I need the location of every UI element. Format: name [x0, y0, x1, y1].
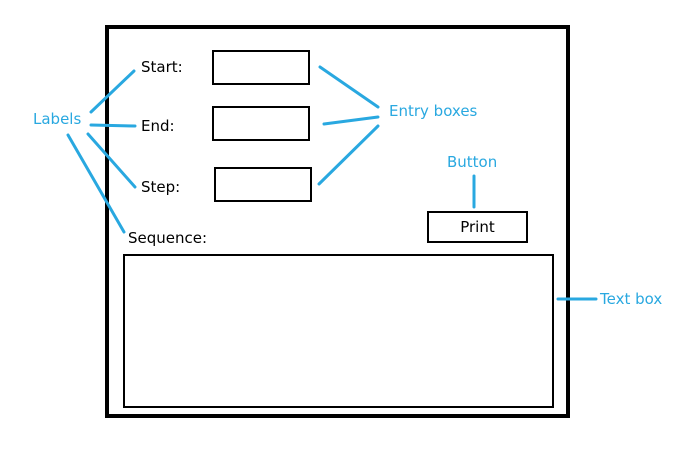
annotation-labels: Labels — [33, 110, 82, 128]
step-label: Step: — [141, 178, 181, 196]
print-button[interactable]: Print — [427, 211, 528, 243]
annotation-button: Button — [447, 153, 498, 171]
entry-line-step — [317, 124, 380, 186]
annotation-text-box: Text box — [600, 290, 663, 308]
sequence-text-box[interactable] — [123, 254, 554, 408]
entry-line-start — [318, 65, 380, 109]
labels-line-step — [86, 132, 137, 189]
start-entry[interactable] — [212, 50, 310, 85]
labels-line-start — [89, 69, 136, 114]
annotation-entry-boxes: Entry boxes — [389, 102, 478, 120]
labels-line-sequence — [66, 133, 126, 234]
end-entry[interactable] — [212, 106, 310, 141]
app-window-frame — [105, 25, 570, 418]
step-entry[interactable] — [214, 167, 312, 202]
start-label: Start: — [141, 58, 183, 76]
labels-line-end — [89, 123, 137, 128]
sequence-label: Sequence: — [128, 229, 208, 247]
end-label: End: — [141, 117, 175, 135]
entry-line-end — [322, 115, 380, 126]
